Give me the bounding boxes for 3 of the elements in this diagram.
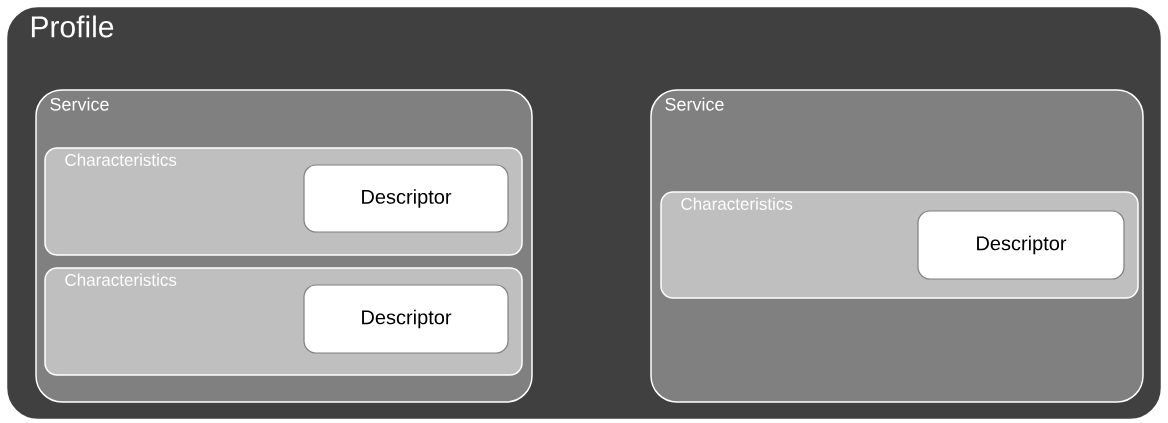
descriptor-box: Descriptor bbox=[917, 210, 1125, 280]
descriptor-box: Descriptor bbox=[303, 284, 509, 354]
descriptor-box: Descriptor bbox=[303, 164, 509, 233]
